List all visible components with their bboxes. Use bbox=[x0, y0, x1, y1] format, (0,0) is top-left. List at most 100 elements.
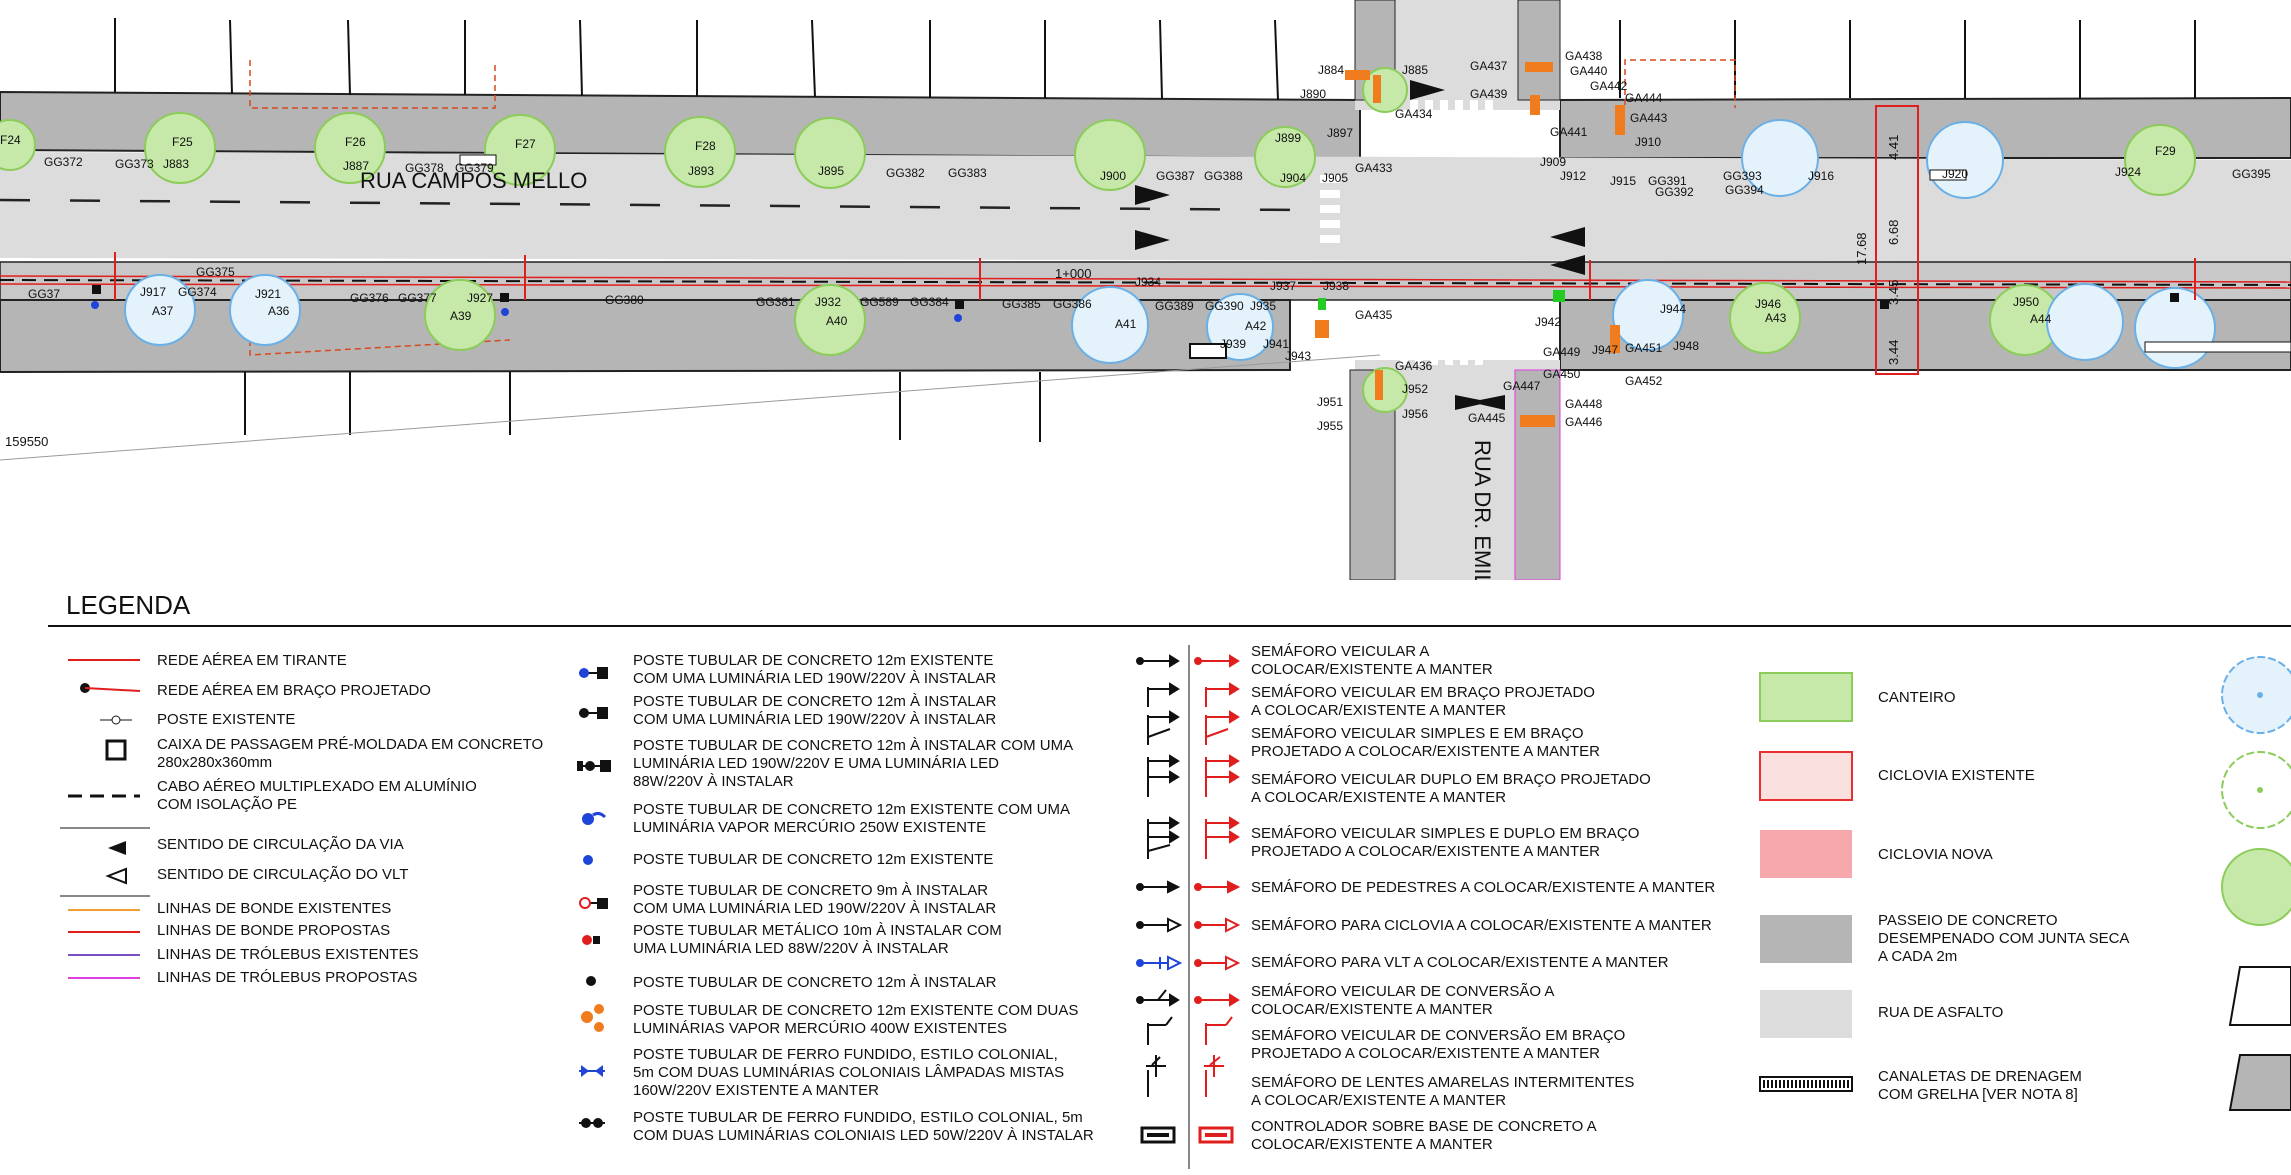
pole-label: GG373 bbox=[115, 157, 154, 171]
pole-label: GA447 bbox=[1503, 379, 1541, 393]
pole-label: J920 bbox=[1942, 167, 1968, 181]
pole-label: J899 bbox=[1275, 131, 1301, 145]
pole-label: J921 bbox=[255, 287, 281, 301]
legend-col5-symbols bbox=[2221, 656, 2291, 1111]
legend-col3-symbols bbox=[1136, 645, 1241, 1169]
tree-label: A44 bbox=[2030, 312, 2052, 326]
pole-label: J912 bbox=[1560, 169, 1586, 183]
main-road-asphalt bbox=[0, 152, 2291, 262]
legend-item-semaforo-duplo-braco: SEMÁFORO VEICULAR DUPLO EM BRAÇO PROJETA… bbox=[1251, 771, 1651, 806]
legend-item-poste-ferro-colonial-led: POSTE TUBULAR DE FERRO FUNDIDO, ESTILO C… bbox=[633, 1109, 1094, 1144]
dimension-344: 3.44 bbox=[1886, 340, 1901, 365]
pole-label: GA450 bbox=[1543, 367, 1581, 381]
cross-sidewalk-ne bbox=[1517, 0, 1561, 101]
legend-item-semaforo-ciclovia: SEMÁFORO PARA CICLOVIA A COLOCAR/EXISTEN… bbox=[1251, 917, 1712, 934]
pole-label: GG386 bbox=[1053, 297, 1092, 311]
legend-item-rua-asfalto: RUA DE ASFALTO bbox=[1878, 1004, 2004, 1021]
legend-item-semaforo-vlt: SEMÁFORO PARA VLT A COLOCAR/EXISTENTE A … bbox=[1251, 954, 1669, 971]
pole-label: GG589 bbox=[860, 295, 899, 309]
pole-label: GG394 bbox=[1725, 183, 1764, 197]
street-name-main: RUA CAMPOS MELLO bbox=[360, 168, 587, 193]
legend-item-poste-12m-instalar: POSTE TUBULAR DE CONCRETO 12m À INSTALAR bbox=[633, 974, 997, 991]
legend-item-poste-12m-duas-led: POSTE TUBULAR DE CONCRETO 12m À INSTALAR… bbox=[633, 737, 1074, 790]
pole-label: J904 bbox=[1280, 171, 1306, 185]
legend-item-poste-vapor-mercurio-400: POSTE TUBULAR DE CONCRETO 12m EXISTENTE … bbox=[633, 1002, 1079, 1037]
tree-label: A36 bbox=[268, 304, 290, 318]
south-sidewalk bbox=[0, 299, 1291, 374]
pole-label: GA446 bbox=[1565, 415, 1603, 429]
tree-label: F24 bbox=[0, 133, 21, 147]
pole-label: J915 bbox=[1610, 174, 1636, 188]
pole-label: GG385 bbox=[1002, 297, 1041, 311]
pole-label: J948 bbox=[1673, 339, 1699, 353]
legend-item-semaforo-conversao-braco: SEMÁFORO VEICULAR DE CONVERSÃO EM BRAÇO … bbox=[1251, 1027, 1626, 1062]
pole-label: GG374 bbox=[178, 285, 217, 299]
pole-label: GG392 bbox=[1655, 185, 1694, 199]
red-signal-poles bbox=[114, 252, 2196, 300]
traffic-direction-arrows bbox=[1135, 80, 1585, 410]
pole-label: J956 bbox=[1402, 407, 1428, 421]
dimension-668: 6.68 bbox=[1886, 220, 1901, 245]
tree-label: A43 bbox=[1765, 311, 1787, 325]
tree-label: A41 bbox=[1115, 317, 1137, 331]
legend-item-cabo-aereo: CABO AÉREO MULTIPLEXADO EM ALUMÍNIO COM … bbox=[157, 778, 477, 813]
pole-label: GG393 bbox=[1723, 169, 1762, 183]
pole-label: GG376 bbox=[350, 291, 389, 305]
legend-col4-swatches bbox=[1759, 672, 1853, 1092]
legend-title: LEGENDA bbox=[66, 590, 191, 620]
legend-item-rede-braco: REDE AÉREA EM BRAÇO PROJETADO bbox=[157, 682, 431, 699]
tree-label: F25 bbox=[172, 135, 193, 149]
legend-item-canaletas-drenagem: CANALETAS DE DRENAGEM COM GRELHA [VER NO… bbox=[1878, 1068, 2082, 1103]
pole-label: J934 bbox=[1135, 275, 1161, 289]
pole-label: J910 bbox=[1635, 135, 1661, 149]
pole-label: J905 bbox=[1322, 171, 1348, 185]
pole-label: GG381 bbox=[756, 295, 795, 309]
legend-item-controlador: CONTROLADOR SOBRE BASE DE CONCRETO A COL… bbox=[1251, 1118, 1597, 1153]
pole-label: J916 bbox=[1808, 169, 1834, 183]
pole-label: GA440 bbox=[1570, 64, 1608, 78]
tree-label: A39 bbox=[450, 309, 472, 323]
crosswalk-south bbox=[1400, 330, 1483, 365]
legend-item-poste-vapor-mercurio-250: POSTE TUBULAR DE CONCRETO 12m EXISTENTE … bbox=[633, 801, 1071, 836]
pole-label: J932 bbox=[815, 295, 841, 309]
legend-col2-symbols bbox=[577, 667, 611, 1128]
legend-item-rede-tirante: REDE AÉREA EM TIRANTE bbox=[157, 652, 347, 669]
pole-label: J890 bbox=[1300, 87, 1326, 101]
pole-label: GG378 bbox=[405, 161, 444, 175]
pole-label: J938 bbox=[1323, 279, 1349, 293]
pole-label: J944 bbox=[1660, 302, 1686, 316]
legend-item-poste-12m-led-instalar: POSTE TUBULAR DE CONCRETO 12m À INSTALAR… bbox=[633, 693, 997, 728]
pole-label: GG388 bbox=[1204, 169, 1243, 183]
legend-item-poste-12m-led-existente: POSTE TUBULAR DE CONCRETO 12m EXISTENTE … bbox=[633, 652, 997, 687]
pole-label: GG395 bbox=[2232, 167, 2271, 181]
pole-label: J952 bbox=[1402, 382, 1428, 396]
legend-item-trolebus-propostas: LINHAS DE TRÓLEBUS PROPOSTAS bbox=[157, 969, 418, 986]
legend-item-ciclovia-nova: CICLOVIA NOVA bbox=[1878, 846, 1993, 863]
pole-label: J927 bbox=[467, 291, 493, 305]
signal-blocks bbox=[1315, 62, 1625, 427]
pole-label: GG383 bbox=[948, 166, 987, 180]
legend-item-trolebus-existentes: LINHAS DE TRÓLEBUS EXISTENTES bbox=[157, 946, 419, 963]
pole-label: J887 bbox=[343, 159, 369, 173]
pole-label: J950 bbox=[2013, 295, 2039, 309]
legend-item-semaforo-pedestres: SEMÁFORO DE PEDESTRES A COLOCAR/EXISTENT… bbox=[1251, 879, 1716, 896]
legend-item-sentido-vlt: SENTIDO DE CIRCULAÇÃO DO VLT bbox=[157, 866, 409, 883]
legend-divider bbox=[48, 625, 2291, 627]
pole-label: GA442 bbox=[1590, 79, 1628, 93]
pole-label: J946 bbox=[1755, 297, 1781, 311]
dimension-345: 3.45 bbox=[1886, 280, 1901, 305]
existing-bikelane-outline bbox=[249, 60, 496, 109]
dimension-1768: 17.68 bbox=[1854, 232, 1869, 265]
dimension-441: 4.41 bbox=[1886, 135, 1901, 160]
pole-label: GG377 bbox=[398, 291, 437, 305]
station-label: 1+000 bbox=[1055, 266, 1092, 281]
pole-label: GA441 bbox=[1550, 125, 1588, 139]
pole-label: J900 bbox=[1100, 169, 1126, 183]
pole-label: J942 bbox=[1535, 315, 1561, 329]
pole-label: GA448 bbox=[1565, 397, 1603, 411]
pole-label: GG37 bbox=[28, 287, 60, 301]
street-plan-drawing: 4.41 6.68 17.68 3.45 3.44 RUA CAMPOS MEL… bbox=[0, 0, 2291, 580]
pole-label: GA438 bbox=[1565, 49, 1603, 63]
crosswalk-north bbox=[1410, 100, 1493, 145]
pole-label: J883 bbox=[163, 157, 189, 171]
